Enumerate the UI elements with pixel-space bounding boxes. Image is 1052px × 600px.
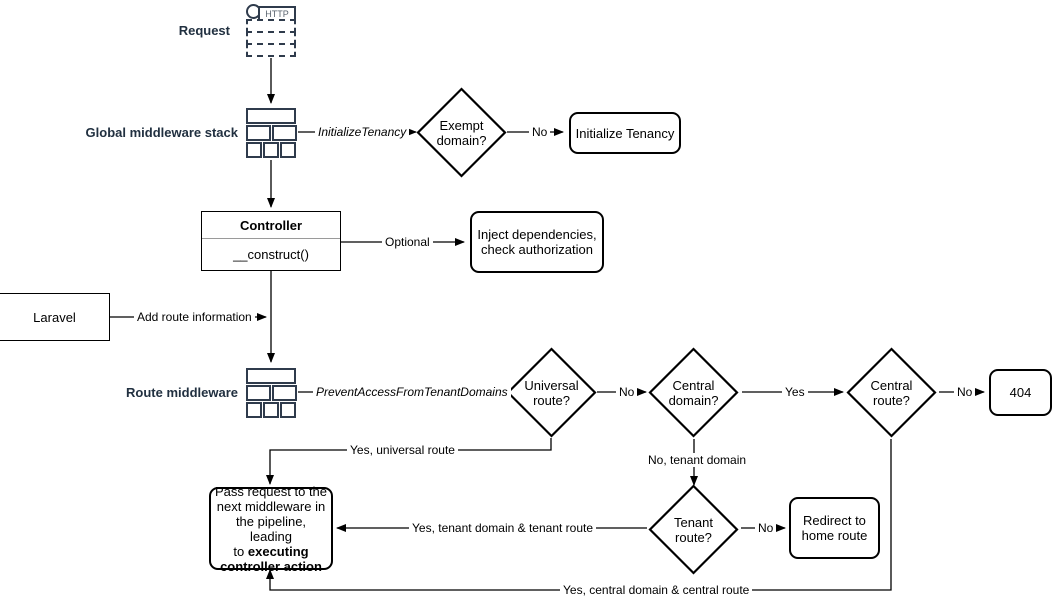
route-middleware-stack-icon bbox=[246, 368, 298, 418]
edge-label-yes-universal-route: Yes, universal route bbox=[347, 443, 458, 457]
stack-row1-box1 bbox=[246, 368, 296, 384]
node-initialize-tenancy-label: Initialize Tenancy bbox=[575, 125, 675, 141]
pass-request-bold-controller-action: controller action bbox=[220, 558, 322, 574]
tenant-route-line2: route? bbox=[675, 529, 712, 545]
stack-row2-box2 bbox=[272, 385, 297, 401]
decision-exempt-domain[interactable]: Exempt domain? bbox=[416, 87, 507, 178]
node-inject-dependencies[interactable]: Inject dependencies, check authorization bbox=[470, 211, 604, 273]
stack-row3-box3 bbox=[280, 142, 296, 158]
edge-label-tenant-route-no: No bbox=[755, 521, 777, 535]
pass-request-line1: Pass request to the bbox=[215, 483, 328, 499]
exempt-domain-line2: domain? bbox=[436, 132, 487, 148]
redirect-home-line2: home route bbox=[801, 528, 868, 543]
central-route-line2: route? bbox=[873, 392, 910, 408]
decision-universal-route[interactable]: Universal route? bbox=[506, 347, 597, 438]
stack-row3-box1 bbox=[246, 142, 262, 158]
http-request-icon: HTTP bbox=[246, 4, 298, 58]
node-404-label: 404 bbox=[1009, 385, 1032, 400]
exempt-domain-line1: Exempt bbox=[439, 117, 484, 133]
central-route-line1: Central bbox=[870, 377, 913, 393]
stack-row3-box1 bbox=[246, 402, 262, 418]
universal-route-line1: Universal bbox=[524, 377, 579, 393]
diamond-shape bbox=[648, 484, 739, 575]
node-controller-title: Controller bbox=[202, 212, 340, 239]
node-controller[interactable]: Controller __construct() bbox=[201, 211, 341, 271]
diamond-shape bbox=[506, 347, 597, 438]
stack-row1-box1 bbox=[246, 108, 296, 124]
node-pass-request[interactable]: Pass request to the next middleware in t… bbox=[209, 483, 333, 574]
edge-label-yes-tenant-domain-tenant-route: Yes, tenant domain & tenant route bbox=[409, 521, 597, 535]
edge-label-universal-no: No bbox=[616, 385, 638, 399]
central-domain-line1: Central bbox=[672, 377, 715, 393]
node-laravel-label: Laravel bbox=[33, 309, 76, 325]
node-laravel[interactable]: Laravel bbox=[0, 293, 110, 341]
edge-label-add-route-information: Add route information bbox=[134, 310, 255, 324]
pass-request-bold-executing: executing bbox=[247, 543, 309, 559]
label-route-middleware: Route middleware bbox=[126, 385, 238, 400]
central-domain-line2: domain? bbox=[668, 392, 719, 408]
node-controller-member: __construct() bbox=[233, 247, 309, 262]
stack-row3-box2 bbox=[263, 142, 279, 158]
universal-route-line2: route? bbox=[533, 392, 570, 408]
decision-central-route-label: Central route? bbox=[846, 347, 937, 438]
node-initialize-tenancy[interactable]: Initialize Tenancy bbox=[569, 112, 681, 154]
edge-label-exempt-no: No bbox=[529, 125, 551, 139]
edge-label-yes-central-domain-central-route: Yes, central domain & central route bbox=[560, 583, 753, 597]
node-404[interactable]: 404 bbox=[989, 369, 1052, 416]
edge-label-central-route-no: No bbox=[954, 385, 976, 399]
pass-request-line2: next middleware in bbox=[216, 498, 326, 514]
pass-request-to-word: to bbox=[233, 543, 248, 559]
edge-label-optional: Optional bbox=[382, 235, 433, 249]
decision-exempt-domain-label: Exempt domain? bbox=[416, 87, 507, 178]
inject-dependencies-line1: Inject dependencies, bbox=[477, 227, 597, 242]
decision-central-route[interactable]: Central route? bbox=[846, 347, 937, 438]
diamond-shape bbox=[846, 347, 937, 438]
redirect-home-line1: Redirect to bbox=[803, 513, 866, 528]
edge-label-central-domain-yes: Yes bbox=[782, 385, 808, 399]
decision-central-domain-label: Central domain? bbox=[648, 347, 739, 438]
global-middleware-stack-icon bbox=[246, 108, 298, 158]
node-redirect-home[interactable]: Redirect to home route bbox=[789, 497, 880, 559]
label-global-middleware-stack: Global middleware stack bbox=[85, 125, 238, 140]
stack-row3-box3 bbox=[280, 402, 296, 418]
edge-label-initialize-tenancy: InitializeTenancy bbox=[315, 125, 410, 139]
inject-dependencies-line2: check authorization bbox=[480, 242, 593, 257]
edge-label-prevent-access: PreventAccessFromTenantDomains bbox=[313, 385, 511, 399]
decision-central-domain[interactable]: Central domain? bbox=[648, 347, 739, 438]
decision-tenant-route-label: Tenant route? bbox=[648, 484, 739, 575]
request-body-line-3 bbox=[246, 43, 296, 57]
decision-tenant-route[interactable]: Tenant route? bbox=[648, 484, 739, 575]
diamond-shape bbox=[416, 87, 507, 178]
stack-row3-box2 bbox=[263, 402, 279, 418]
pass-request-line4: to executing bbox=[215, 544, 327, 559]
decision-universal-route-label: Universal route? bbox=[506, 347, 597, 438]
stack-row2-box1 bbox=[246, 385, 271, 401]
stack-row2-box2 bbox=[272, 125, 297, 141]
tenant-route-line1: Tenant bbox=[673, 514, 714, 530]
stack-row2-box1 bbox=[246, 125, 271, 141]
diamond-shape bbox=[648, 347, 739, 438]
edge-label-no-tenant-domain: No, tenant domain bbox=[645, 453, 750, 467]
label-request: Request bbox=[178, 23, 230, 38]
pass-request-line3: the pipeline, leading bbox=[235, 513, 307, 544]
